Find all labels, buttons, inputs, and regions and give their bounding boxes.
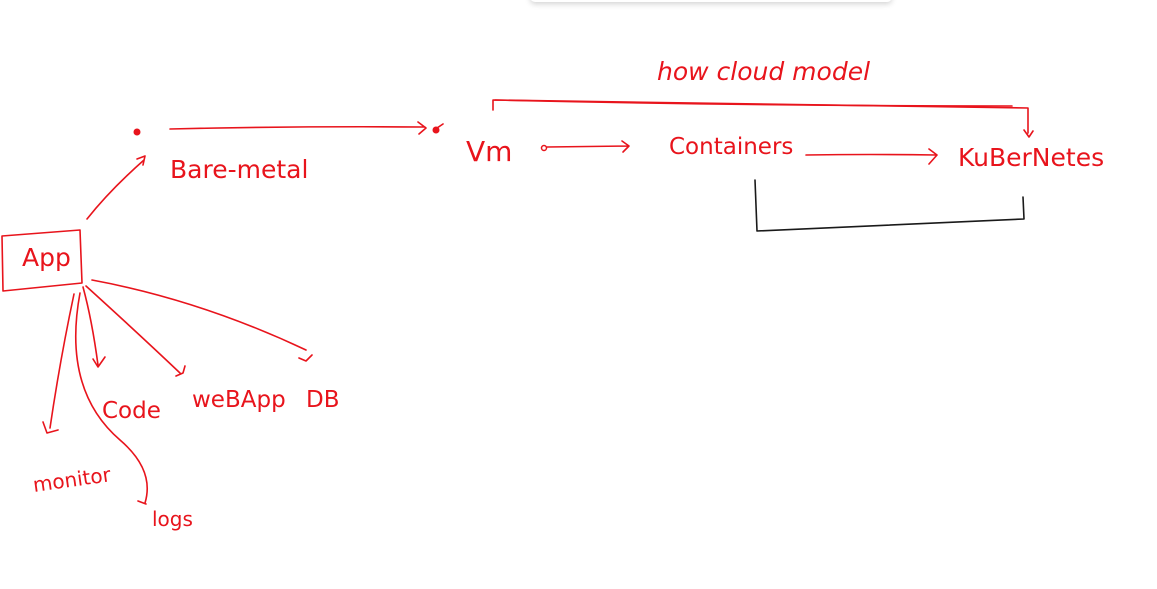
bracket-inner-line [494,99,1013,107]
node-monitor: monitor [31,462,113,497]
node-vm: Vm [466,135,512,168]
node-webapp: weBApp [192,387,286,413]
node-kubernetes: KuBerNetes [958,143,1104,172]
arrow-app-to-webapp [85,285,186,377]
node-bare-metal: Bare-metal [170,155,308,184]
arrow-app-to-db [91,279,313,362]
vm-arrow-start-dot [540,144,548,152]
arrow-baremetal-to-vm [169,121,427,135]
top-toolbar-shadow [530,0,892,2]
arrow-app-to-monitor [42,293,75,434]
arrow-app-to-baremetal [86,155,146,220]
diagram-title: how cloud model [657,57,870,86]
vm-dot-tail [436,123,444,129]
node-code: Code [102,398,161,424]
node-app: App [22,243,71,272]
app-box [1,229,83,292]
node-db: DB [306,387,340,413]
bracket-containers-kubernetes [754,179,1025,232]
node-containers: Containers [669,134,793,160]
bare-metal-dot [133,128,141,136]
arrow-containers-to-kubernetes [805,148,938,165]
arrow-vm-to-containers [546,140,630,153]
arrow-app-to-logs [74,292,149,505]
arrow-app-to-code [82,286,106,368]
node-logs: logs [152,507,193,531]
